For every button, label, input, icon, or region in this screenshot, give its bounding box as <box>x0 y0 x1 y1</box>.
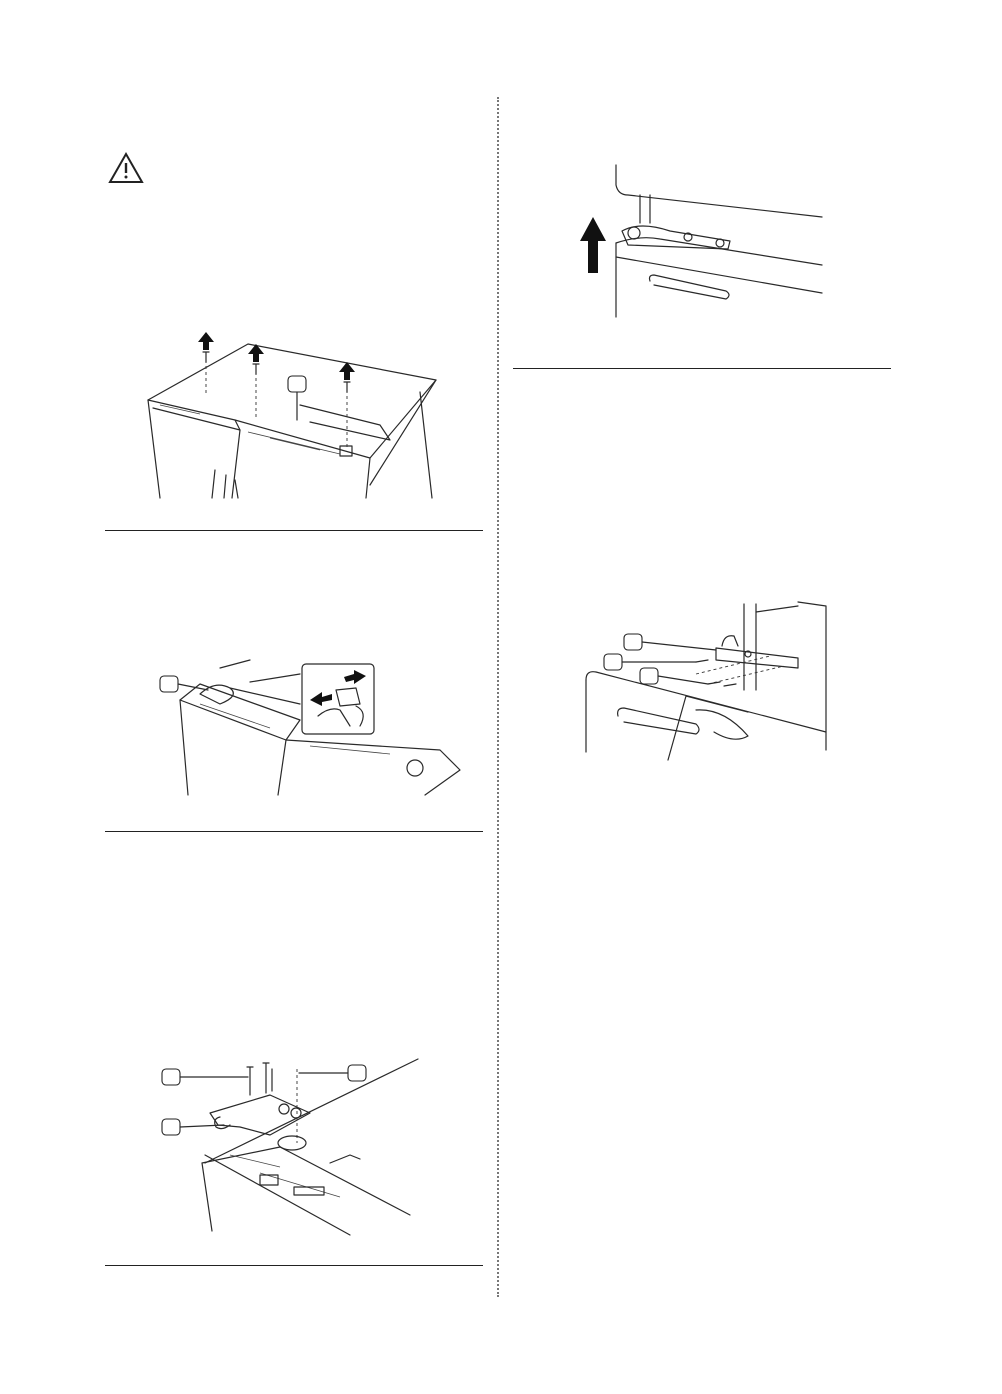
section-rule-2 <box>105 831 483 832</box>
section-rule-1 <box>105 530 483 531</box>
fig-top-hinge <box>160 1055 425 1235</box>
fig-lift-door <box>580 165 830 320</box>
fig-top-cover <box>140 330 440 500</box>
section-rule-4 <box>513 368 891 369</box>
section-rule-3 <box>105 1265 483 1266</box>
warning-triangle-icon <box>108 152 144 184</box>
fig-lower-hinge <box>584 600 829 760</box>
fig-connector <box>160 660 470 800</box>
column-divider <box>497 97 499 1297</box>
